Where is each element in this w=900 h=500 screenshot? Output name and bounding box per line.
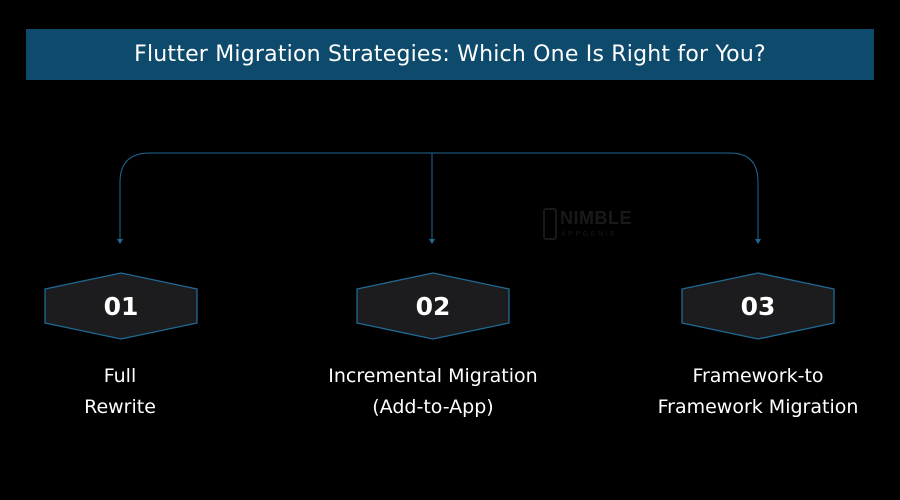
- strategy-label-line: Incremental Migration: [328, 365, 538, 387]
- strategy-label-2: Incremental Migration (Add-to-App): [292, 361, 574, 423]
- arrowhead-3: [755, 239, 761, 244]
- strategy-hexagon-3: 03: [681, 272, 835, 340]
- watermark-logo: NIMBLE APPGENIE: [543, 206, 643, 246]
- strategy-number: 02: [415, 291, 451, 321]
- strategy-label-line: Framework-to: [692, 365, 824, 387]
- hexagon-shape: [681, 272, 835, 340]
- hexagon-shape: [356, 272, 510, 340]
- strategy-hexagon-1: 01: [44, 272, 198, 340]
- strategy-label-line: (Add-to-App): [372, 396, 494, 418]
- title-banner: Flutter Migration Strategies: Which One …: [26, 29, 874, 80]
- strategy-label-line: Framework Migration: [657, 396, 859, 418]
- watermark-sub-text: APPGENIE: [561, 231, 618, 238]
- connector-top-bracket: [119, 152, 759, 242]
- strategy-number: 03: [740, 291, 776, 321]
- strategy-number: 01: [103, 291, 139, 321]
- strategy-label-1: Full Rewrite: [20, 361, 220, 423]
- phone-icon: [543, 208, 557, 240]
- watermark-main-text: NIMBLE: [560, 208, 632, 228]
- strategy-label-line: Rewrite: [84, 396, 156, 418]
- page-title: Flutter Migration Strategies: Which One …: [134, 42, 766, 67]
- hexagon-shape: [44, 272, 198, 340]
- arrowhead-2: [429, 239, 435, 244]
- strategy-hexagon-2: 02: [356, 272, 510, 340]
- strategy-label-3: Framework-to Framework Migration: [627, 361, 889, 423]
- strategy-label-line: Full: [103, 365, 137, 387]
- arrowhead-1: [117, 239, 123, 244]
